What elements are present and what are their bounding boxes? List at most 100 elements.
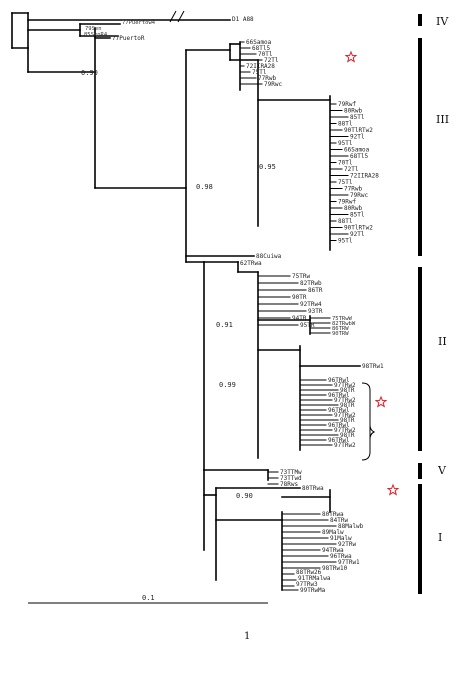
leaf-label: 75TRwW [332,316,353,322]
bracket-brace [361,382,376,461]
leaf-label: 84TRw [330,517,348,524]
leaf-label: 88Malwb [338,523,364,530]
leaf-label: 98TR [340,432,355,439]
leaf-label: 82TRwbW [332,321,356,327]
leaf-label: 73TTwd [280,475,302,482]
leaf-label: 66Samoa [246,39,272,46]
leaf-label: 99TRwMa [300,587,326,594]
leaf-label: 97TRw2 [334,397,356,404]
leaf-label: 88Tl [338,121,353,128]
genotype-bars [418,14,422,594]
genotype-bar-v [418,463,422,479]
leaf-label: 95Tl [338,238,353,245]
leaf-label: 96TRwl [328,437,350,444]
leaf-label: 88Cuiwa [256,253,282,260]
leaf-label: 92TRw4 [300,301,322,308]
support-value-genotype-ii-v-i: 0.99 [219,381,236,389]
leaf-label: 80Rwb [344,108,362,115]
star-icon [344,50,358,63]
leaf-label: 88TRw26 [296,569,322,576]
leaf-label: 85Tl [350,114,365,121]
leaf-label: 96TRwl [328,407,350,414]
leaf-label: 98TR [340,417,355,424]
leaf-label: 79Rwc [264,81,282,88]
leaf-label: 79Sen [85,26,102,32]
leaf-label: D1 A88 [232,16,254,23]
leaf-label: 80TRwa [302,485,324,492]
leaf-label: 98TRw1 [362,363,384,370]
tree-branches [11,12,361,591]
leaf-label: 90TlRTw2 [344,127,373,134]
leaf-label: 97TRw1 [338,559,360,566]
leaf-label: 92Tl [350,134,365,141]
leaf-label: 86TR [308,287,323,294]
leaf-label: 77PuertoR [112,35,145,42]
leaf-label: 91TRMalwa [298,575,331,582]
leaf-label: 95TR [300,322,315,329]
leaf-label: 85SenR4 [84,32,108,38]
leaf-label: 90TRW [332,331,349,337]
leaf-label: 94TR [292,315,307,322]
support-value-genotype-i: 0.90 [236,492,253,500]
leaf-label: 85Tl [350,212,365,219]
leaf-label: 80Rwb [344,205,362,212]
leaf-label: 77Rwb [258,75,276,82]
leaf-label: 96TRwl [328,422,350,429]
leaf-label: 97TRw3 [296,581,318,588]
branch-break-marks [169,10,185,23]
leaf-label: 72Tl [264,57,279,64]
leaf-label: 97TRw2 [334,382,356,389]
leaf-label: 88Tl [338,218,353,225]
genotype-label-v: V [437,464,447,477]
leaf-label: 79Rwf [338,199,356,206]
leaf-label: 97TRw2 [334,412,356,419]
leaf-label: 68Tl5 [350,153,368,160]
support-value-genotype-ii: 0.91 [216,321,233,329]
leaf-label: 92Tl [350,231,365,238]
leaf-label: 96TRwa [330,553,352,560]
leaf-label: 75TRw [292,273,310,280]
support-value-ingroup: 0.98 [196,183,213,191]
leaf-label: 75Tl [252,69,267,76]
leaf-label: 90TR [292,294,307,301]
leaf-label: 97TRw2 [334,442,356,449]
leaf-label: 78Rws [280,481,298,488]
leaf-label: 82TRwb [300,280,322,287]
star-icon [386,483,400,496]
support-value-genotype-iii: 0.95 [259,163,276,171]
leaf-label: 80TRwa [322,511,344,518]
leaf-label: 92TRw [338,541,356,548]
leaf-label: 91Malw [330,535,352,542]
leaf-label: 98TRw10 [322,565,348,572]
leaf-label: 90TlRTw2 [344,225,373,232]
leaf-label: 94TRwa [322,547,344,554]
genotype-bar-ii [418,267,422,451]
genotype-bar-i [418,484,422,594]
leaf-label: 98TR [340,387,355,394]
leaf-label: 66Samoa [344,147,370,154]
leaf-label: 98TR [340,402,355,409]
leaf-label: 97TRw2 [334,427,356,434]
leaf-label: 70Tl [258,51,273,58]
genotype-label-ii: II [438,335,447,348]
leaf-label: 70Tl [338,160,353,167]
leaf-label: 77Puertow4 [122,20,156,26]
leaf-label: 68Tl5 [252,45,270,52]
leaf-label: 89Malw [322,529,344,536]
leaf-label: 72IIRA28 [246,63,275,70]
scale-bar-label: 0.1 [142,594,155,602]
leaf-label: 77Rwb [344,186,362,193]
leaf-label: 79Rwc [350,192,368,199]
genotype-bar-iv [418,14,422,26]
leaf-label: 72IIRA28 [350,173,379,180]
genotype-label-iii: III [436,113,449,126]
leaf-label: 73TTMw [280,469,302,476]
page-number: 1 [244,631,250,642]
leaf-label: 72Tl [344,166,359,173]
leaf-label: 79Rwf [338,101,356,108]
genotype-label-iv: IV [436,15,449,28]
leaf-label: 95Tl [338,140,353,147]
genotype-bar-iii [418,38,422,256]
